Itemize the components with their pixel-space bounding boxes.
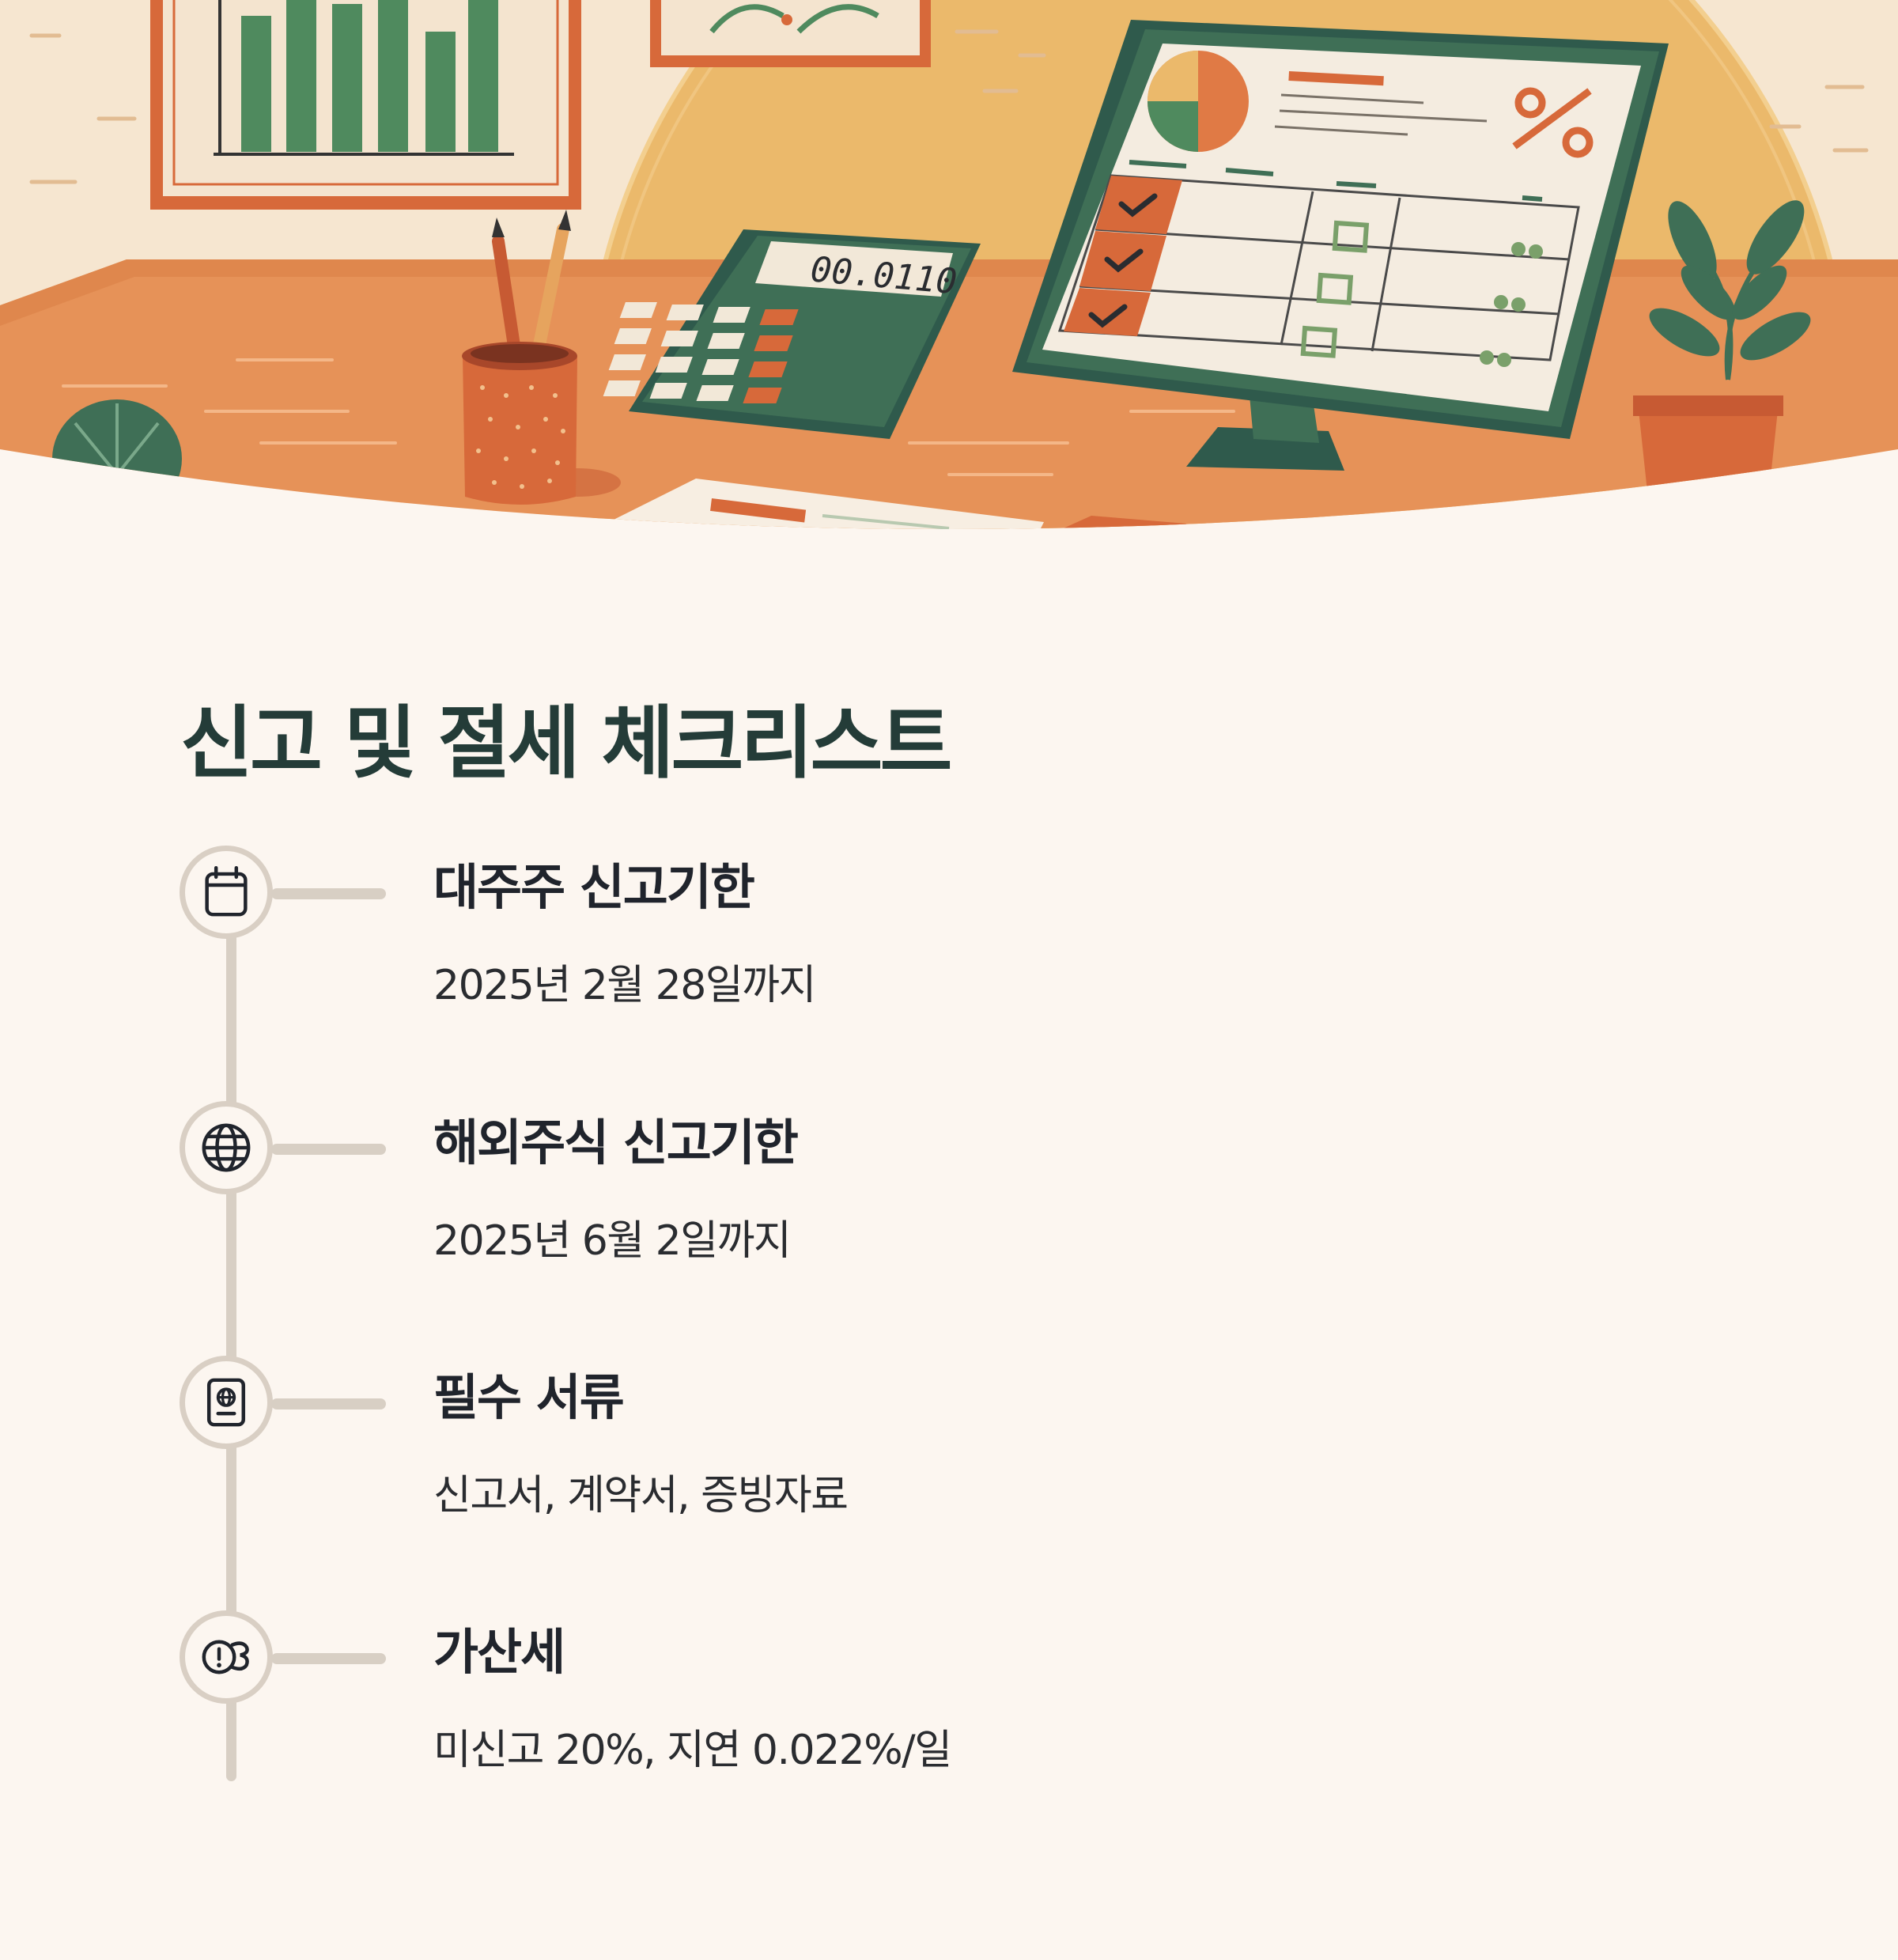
checklist-item-penalty-tax: 가산세 미신고 20%, 지연 0.022%/일: [0, 1610, 1898, 1848]
globe-icon: [202, 1123, 251, 1172]
item-description: 신고서, 계약서, 증빙자료: [433, 1472, 849, 1519]
item-title: 해외주식 신고기한: [433, 1114, 799, 1171]
framed-plant-picture: [650, 0, 931, 67]
checklist-item-required-documents: 필수 서류 신고서, 계약서, 증빙자료: [0, 1356, 1898, 1594]
item-title: 필수 서류: [433, 1368, 625, 1426]
timeline-node: [180, 1101, 273, 1194]
monitor: [1012, 20, 1669, 471]
timeline-node: [180, 1356, 273, 1449]
penalty-alert-icon: [202, 1640, 249, 1674]
checklist-item-filing-deadline-major: 대주주 신고기한 2025년 2월 28일까지: [0, 846, 1898, 1084]
hero-illustration: 00.0110: [0, 0, 1898, 529]
timeline-node: [180, 1610, 273, 1704]
calendar-icon: [205, 866, 248, 917]
item-description: 미신고 20%, 지연 0.022%/일: [433, 1727, 952, 1774]
item-description: 2025년 2월 28일까지: [433, 962, 816, 1009]
item-title: 대주주 신고기한: [433, 858, 755, 916]
checklist-item-filing-deadline-overseas: 해외주식 신고기한 2025년 6월 2일까지: [0, 1101, 1898, 1339]
timeline-connector: [271, 1653, 386, 1664]
desk-papers: [601, 479, 1186, 529]
timeline-connector: [271, 1398, 386, 1409]
item-description: 2025년 6월 2일까지: [433, 1217, 792, 1265]
framed-chart-picture: [150, 0, 581, 210]
calculator: 00.0110: [603, 229, 981, 439]
passport-icon: [206, 1378, 246, 1427]
timeline-connector: [271, 888, 386, 899]
timeline-connector: [271, 1144, 386, 1155]
pencil-cup: [462, 210, 621, 505]
page-title: 신고 및 절세 체크리스트: [180, 697, 952, 789]
item-title: 가산세: [433, 1623, 565, 1681]
plant-leaf: [52, 399, 182, 518]
timeline-node: [180, 846, 273, 939]
